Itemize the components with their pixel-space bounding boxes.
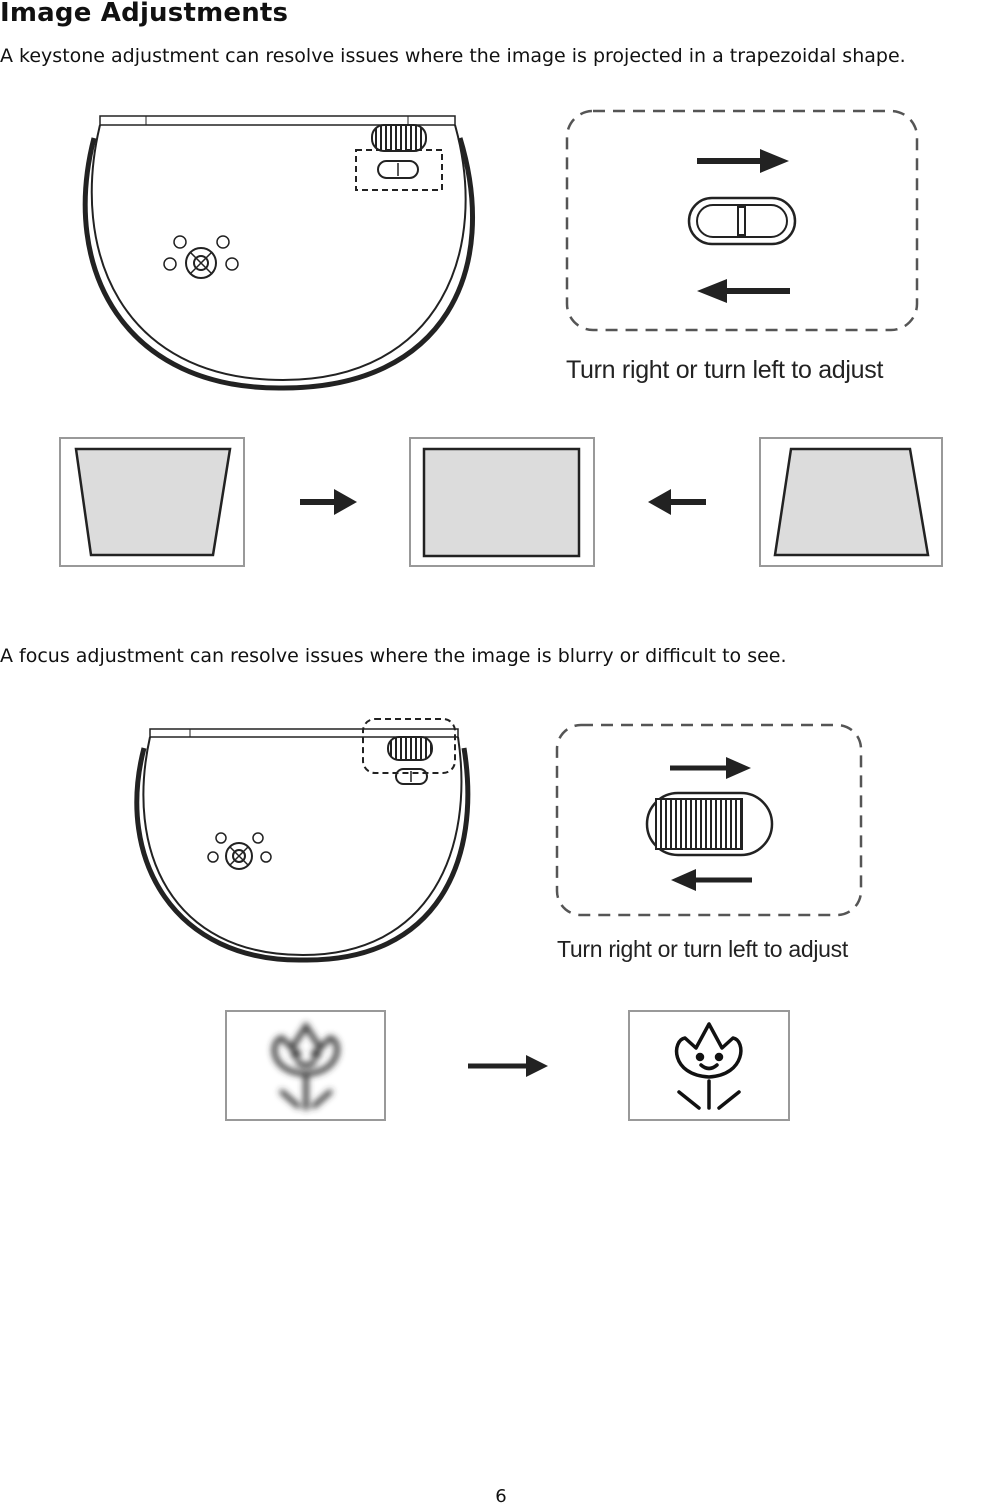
keystone-description: A keystone adjustment can resolve issues… bbox=[0, 45, 906, 67]
focus-screens bbox=[225, 1010, 790, 1121]
focus-description: A focus adjustment can resolve issues wh… bbox=[0, 645, 787, 667]
left-arrow-icon bbox=[648, 489, 706, 515]
right-arrow-icon bbox=[468, 1055, 548, 1077]
right-arrow-icon bbox=[670, 757, 751, 779]
projector-top-icon bbox=[82, 115, 475, 391]
projector-top-icon bbox=[134, 718, 471, 963]
right-arrow-icon bbox=[697, 149, 789, 173]
keystone-caption: Turn right or turn left to adjust bbox=[566, 356, 884, 384]
focus-caption: Turn right or turn left to adjust bbox=[557, 936, 848, 962]
left-arrow-icon bbox=[671, 869, 752, 891]
keystone-slider-icon bbox=[565, 109, 919, 332]
page-number: 6 bbox=[495, 1486, 507, 1507]
focus-wheel-icon bbox=[555, 723, 863, 917]
page-title: Image Adjustments bbox=[0, 0, 289, 28]
keystone-screens bbox=[59, 437, 943, 567]
flower-face-icon bbox=[271, 1021, 340, 1111]
left-arrow-icon bbox=[697, 279, 790, 303]
flower-face-icon bbox=[674, 1022, 743, 1110]
right-arrow-icon bbox=[300, 489, 357, 515]
